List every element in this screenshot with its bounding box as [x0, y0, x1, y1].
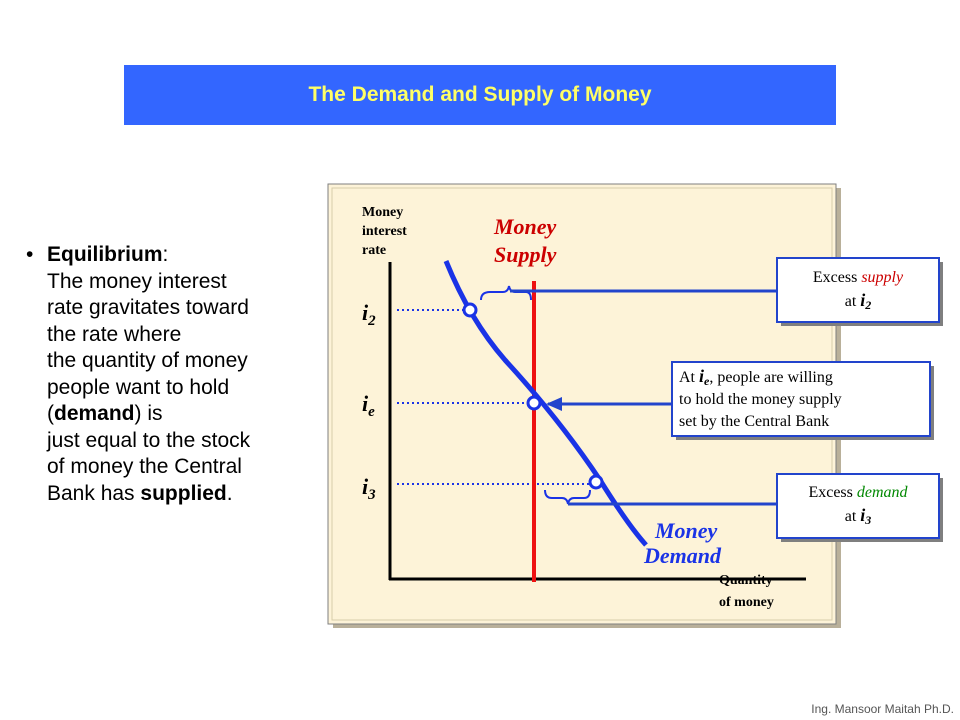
excess-demand-at: at — [845, 508, 861, 525]
bullet-line-5: people want to hold — [47, 375, 230, 399]
bullet-line-2: rate gravitates toward — [47, 296, 249, 319]
money-demand-label-2: Demand — [643, 543, 722, 568]
bullet-line-6: (demand) is — [47, 401, 326, 428]
author-credit: Ing. Mansoor Maitah Ph.D. — [811, 702, 954, 716]
bullet-line-3: the rate where — [47, 322, 182, 346]
excess-supply-text-1: Excess supply — [813, 269, 904, 286]
title-bar: The Demand and Supply of Money — [124, 65, 836, 125]
bullet-line-9: Bank has supplied. — [47, 481, 326, 508]
excess-supply-i: i — [860, 290, 865, 310]
point-i2 — [462, 302, 478, 318]
label-ie-sub: e — [368, 404, 375, 420]
bullet-equilibrium: • Equilibrium: The money interest rate g… — [26, 242, 326, 507]
bullet-term: Equilibrium — [47, 243, 163, 266]
equilibrium-pre: At — [679, 369, 699, 386]
equilibrium-post: , people are willing — [709, 369, 833, 386]
point-equilibrium — [526, 395, 542, 411]
excess-demand-text-1: Excess demand — [808, 484, 908, 501]
label-ie: ie — [362, 391, 375, 420]
label-i3: i3 — [362, 474, 376, 503]
bullet-dot: • — [26, 243, 34, 266]
bullet-demand-word: demand — [54, 402, 135, 425]
money-supply-label-1: Money — [493, 214, 557, 239]
label-i2-sub: 2 — [367, 313, 376, 329]
equilibrium-i: i — [699, 366, 704, 386]
label-i3-sub: 3 — [367, 487, 376, 503]
bullet-paren-open: ( — [47, 402, 54, 425]
excess-demand-box — [776, 473, 940, 539]
bullet-body: Equilibrium: The money interest rate gra… — [47, 242, 326, 507]
equilibrium-sub: e — [704, 374, 710, 388]
excess-demand-sub: 3 — [864, 513, 871, 527]
x-axis-label-1: Quantity — [719, 573, 773, 588]
bullet-colon: : — [162, 243, 169, 266]
x-axis-label-2: of money — [719, 595, 774, 610]
equilibrium-text-2: to hold the money supply — [679, 391, 842, 408]
y-axis-label-2: interest — [362, 224, 407, 239]
excess-demand-i: i — [860, 505, 865, 525]
equilibrium-arrowhead — [546, 397, 562, 411]
page-title: The Demand and Supply of Money — [308, 83, 652, 106]
bullet-line-0: Equilibrium: — [47, 242, 326, 269]
equilibrium-box — [671, 361, 931, 437]
label-i3-main: i — [362, 474, 369, 499]
excess-supply-sub: 2 — [864, 298, 871, 312]
label-i2: i2 — [362, 300, 376, 329]
excess-supply-pre: Excess — [813, 269, 861, 286]
excess-demand-pre: Excess — [808, 484, 856, 501]
excess-supply-at: at — [845, 293, 861, 310]
excess-supply-text-2: at i2 — [845, 290, 872, 312]
y-axis-label-3: rate — [362, 243, 386, 258]
money-demand-label-1: Money — [654, 518, 718, 543]
point-i3 — [588, 474, 604, 490]
y-axis-label-1: Money — [362, 205, 403, 220]
bullet-supplied-word: supplied — [140, 481, 227, 505]
excess-supply-box — [776, 257, 940, 323]
bullet-line-1: The money interest — [47, 269, 227, 293]
label-i2-main: i — [362, 300, 369, 325]
money-supply-label-2: Supply — [494, 242, 557, 267]
excess-demand-word: demand — [857, 484, 909, 501]
bullet-line-8: of money the Central — [47, 455, 242, 478]
label-ie-main: i — [362, 391, 369, 416]
bullet-line-7: just equal to the stock — [47, 428, 251, 452]
bullet-line-4: the quantity of money — [47, 349, 248, 372]
excess-supply-word: supply — [861, 269, 904, 286]
equilibrium-text-3: set by the Central Bank — [679, 413, 829, 430]
bullet-line-9-post: . — [226, 481, 233, 505]
bullet-paren-close: ) is — [134, 402, 163, 425]
equilibrium-text-1: At ie, people are willing — [679, 366, 833, 388]
excess-demand-text-2: at i3 — [845, 505, 872, 527]
bullet-line-9-pre: Bank has — [47, 481, 141, 505]
